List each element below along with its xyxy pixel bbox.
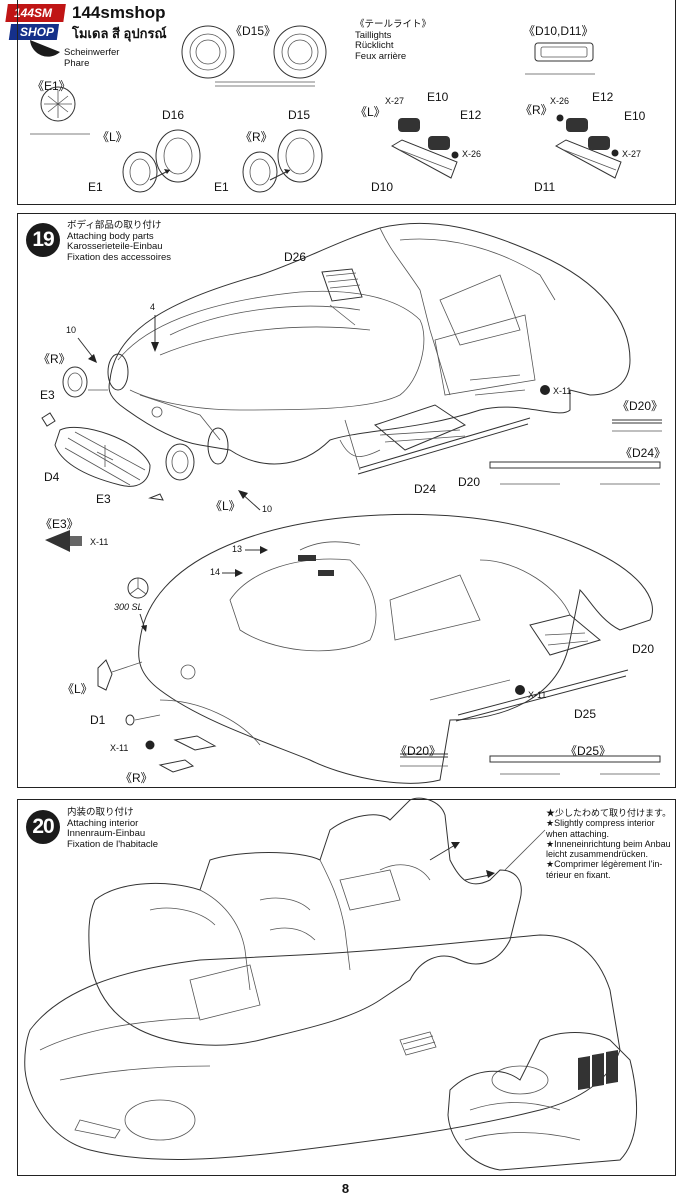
part-x27-left: X-27 bbox=[385, 96, 405, 106]
part-d20-top: D20 bbox=[458, 475, 481, 489]
page-number: 8 bbox=[341, 1181, 350, 1196]
callout-10-lower: 10 bbox=[262, 504, 273, 514]
part-d26: D26 bbox=[284, 250, 307, 264]
label-e3-detail: 《E3》 bbox=[40, 517, 79, 531]
step20-caption: 内装の取り付け Attaching interior Innenraum-Ein… bbox=[67, 807, 159, 850]
logo-graphic bbox=[5, 4, 66, 40]
brand-subtitle: โมเดล สี อุปกรณ์ bbox=[72, 26, 167, 41]
part-d24: D24 bbox=[414, 482, 437, 496]
callout-14: 14 bbox=[210, 567, 221, 577]
label-e1-detail: 《E1》 bbox=[32, 79, 71, 93]
callout-4: 4 bbox=[150, 302, 156, 312]
badge-300sl: 300 SL bbox=[114, 602, 143, 612]
step18-illustration bbox=[30, 25, 622, 193]
label-left-front: 《L》 bbox=[210, 499, 241, 513]
label-d20-detail-bottom: 《D20》 bbox=[395, 744, 442, 758]
label-d10-d11-detail: 《D10,D11》 bbox=[523, 24, 594, 38]
part-x11-side: X-11 bbox=[528, 690, 547, 700]
step20-panel bbox=[17, 799, 676, 1176]
part-x27-right: X-27 bbox=[622, 149, 642, 159]
label-right-headlight: 《R》 bbox=[240, 130, 273, 144]
logo-text-bottom: SHOP bbox=[20, 25, 55, 39]
part-d10: D10 bbox=[371, 180, 394, 194]
part-d1: D1 bbox=[90, 713, 106, 727]
callout-10-front: 10 bbox=[66, 325, 77, 335]
part-d11: D11 bbox=[534, 180, 556, 194]
brand-name: 144smshop bbox=[72, 3, 166, 22]
part-e3-upper: E3 bbox=[40, 388, 55, 402]
part-x11-upper: X-11 bbox=[553, 386, 572, 396]
part-e1-left: E1 bbox=[88, 180, 103, 194]
step19-caption: ボディ部品の取り付け Attaching body parts Karosser… bbox=[67, 220, 172, 263]
part-e12-right: E12 bbox=[592, 90, 614, 104]
label-left-headlight: 《L》 bbox=[97, 130, 128, 144]
label-d20-detail-top: 《D20》 bbox=[617, 399, 664, 413]
label-left-rear: 《L》 bbox=[62, 682, 93, 696]
part-d4: D4 bbox=[44, 470, 60, 484]
taillight-caption: 《テールライト》 Taillights Rücklicht Feux arriè… bbox=[355, 19, 432, 62]
part-d25: D25 bbox=[574, 707, 597, 721]
step19-panel bbox=[17, 213, 676, 788]
label-left-taillight: 《L》 bbox=[355, 105, 386, 119]
part-e1-right: E1 bbox=[214, 180, 229, 194]
part-d20-bottom: D20 bbox=[632, 642, 655, 656]
label-right-taillight: 《R》 bbox=[520, 103, 553, 117]
callout-13: 13 bbox=[232, 544, 243, 554]
part-x11-e3: X-11 bbox=[90, 537, 109, 547]
part-d15: D15 bbox=[288, 108, 311, 122]
part-e10-right: E10 bbox=[624, 109, 646, 123]
label-right-rear: 《R》 bbox=[120, 771, 153, 785]
step18-panel bbox=[17, 0, 676, 205]
shop-logo: 144SM SHOP bbox=[5, 3, 68, 43]
label-right-front: 《R》 bbox=[38, 352, 71, 366]
part-x26-right: X-26 bbox=[550, 96, 570, 106]
step-number-20: 20 bbox=[26, 810, 60, 844]
part-x11-rear: X-11 bbox=[110, 743, 129, 753]
assembly-note: ★少したわめて取り付けます。 ★Slightly compress interi… bbox=[546, 808, 672, 880]
part-e3-lower: E3 bbox=[96, 492, 111, 506]
part-e10-left: E10 bbox=[427, 90, 449, 104]
part-x26-left: X-26 bbox=[462, 149, 482, 159]
label-d25-detail: 《D25》 bbox=[565, 744, 612, 758]
part-d16: D16 bbox=[162, 108, 185, 122]
step-number-19: 19 bbox=[26, 223, 60, 257]
logo-text-top: 144SM bbox=[14, 6, 53, 20]
label-d24-detail: 《D24》 bbox=[620, 446, 667, 460]
part-e12-left: E12 bbox=[460, 108, 482, 122]
label-d15-detail: 《D15》 bbox=[230, 24, 277, 38]
headlight-caption: Scheinwerfer Phare bbox=[64, 47, 120, 69]
step19-illustration bbox=[41, 222, 662, 784]
